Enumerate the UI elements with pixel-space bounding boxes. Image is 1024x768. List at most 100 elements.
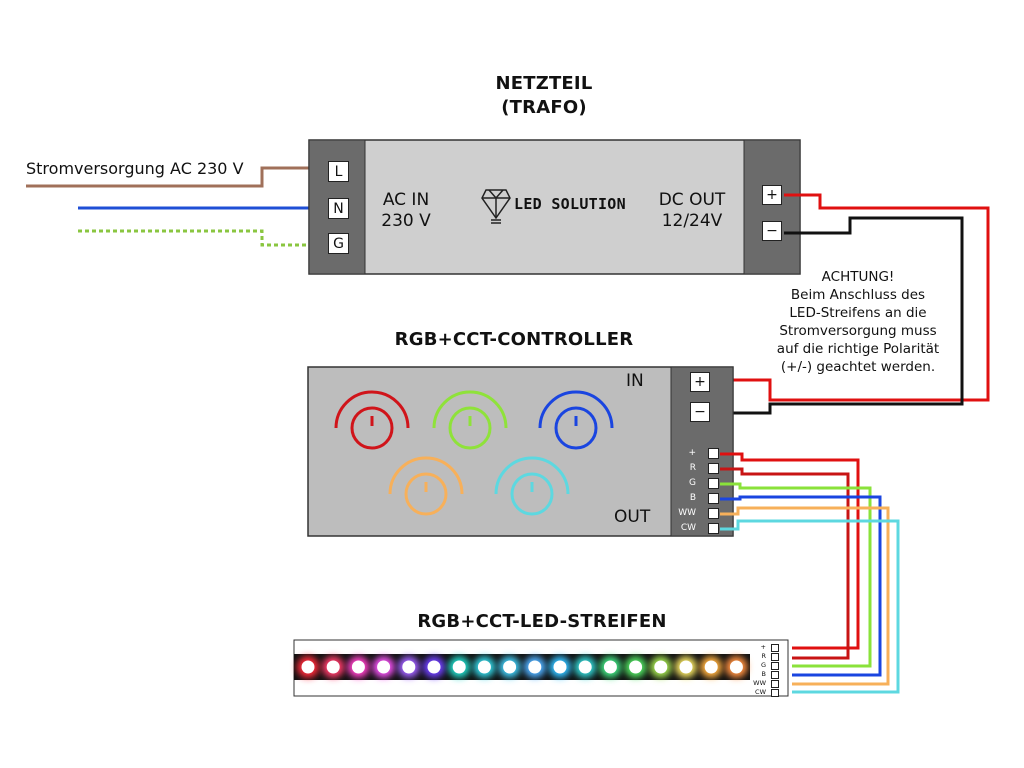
led-core <box>477 660 491 674</box>
knob-arc <box>494 456 570 495</box>
ps-terminal-L: L <box>328 161 349 182</box>
ps-terminal-plus: + <box>762 185 782 205</box>
ps-ac-in-label: AC IN 230 V <box>370 190 442 232</box>
led-14 <box>624 656 647 678</box>
ps-terminal-G: G <box>328 233 349 254</box>
led-11 <box>549 656 571 678</box>
ctrl-out-box-CW <box>708 523 719 534</box>
power-supply-title: NETZTEIL (TRAFO) <box>454 72 634 120</box>
ctrl-out-label-CW: CW <box>680 523 696 533</box>
led-core <box>603 660 617 674</box>
knob-arc <box>538 390 614 429</box>
knob-arc <box>388 456 464 495</box>
warning-line6: (+/-) geachtet werden. <box>780 359 936 375</box>
ps-terminal-N: N <box>328 198 349 219</box>
strip-leds <box>297 656 748 678</box>
power-supply-body <box>308 139 801 275</box>
strip-label-B: B <box>761 670 766 678</box>
led-17 <box>700 656 723 678</box>
strip-label-G: G <box>760 661 766 669</box>
led-core <box>301 660 315 674</box>
mains-wire-L <box>26 166 322 188</box>
wire-ps-minus <box>716 216 964 415</box>
led-13 <box>599 656 622 678</box>
warning-line2: Beim Anschluss des <box>790 287 926 303</box>
led-3 <box>347 656 370 678</box>
mains-wire-G <box>78 229 322 247</box>
led-12 <box>574 656 597 678</box>
controller-title: RGB+CCT-CONTROLLER <box>394 329 634 350</box>
led-8 <box>473 656 496 678</box>
led-core <box>553 660 567 674</box>
strip-title: RGB+CCT-LED-STREIFEN <box>417 611 667 632</box>
ps-dc-out-line1: DC OUT <box>658 190 726 210</box>
led-core <box>729 660 743 674</box>
led-15 <box>649 656 672 678</box>
led-core <box>452 660 466 674</box>
led-2 <box>322 656 345 678</box>
led-core <box>377 660 391 674</box>
knob-dial <box>448 406 492 450</box>
strip-label-CW: CW <box>755 688 766 696</box>
strip-box-R <box>771 653 779 661</box>
led-6 <box>423 656 445 678</box>
ctrl-out-box-G <box>708 478 719 489</box>
led-core <box>528 660 542 674</box>
knob-red-icon <box>334 390 410 450</box>
power-supply-output-block <box>743 139 801 275</box>
knob-dial <box>404 472 448 516</box>
wire-ps-plus <box>716 193 990 402</box>
ctrl-out-box-plus <box>708 448 719 459</box>
led-16 <box>675 656 697 678</box>
power-supply-title-line2: (TRAFO) <box>501 97 587 118</box>
led-core <box>629 660 643 674</box>
ctrl-out-box-WW <box>708 508 719 519</box>
wire-out-B <box>720 495 882 677</box>
strip-box-CW <box>771 689 779 697</box>
strip-box-WW <box>771 680 779 688</box>
knob-dial <box>554 406 598 450</box>
knob-warm-white-icon <box>388 456 464 516</box>
led-18 <box>725 656 748 678</box>
ps-ac-in-line1: AC IN <box>382 190 430 210</box>
polarity-warning: ACHTUNG! Beim Anschluss des LED-Streifen… <box>753 268 963 376</box>
led-core <box>704 660 718 674</box>
knob-cold-white-icon <box>494 456 570 516</box>
ctrl-out-label-B: B <box>689 493 696 503</box>
wire-out-R <box>720 467 850 660</box>
strip-label-WW: WW <box>753 679 766 687</box>
warning-line3: LED-Streifens an die <box>789 305 927 321</box>
controller-in-label: IN <box>626 371 644 391</box>
ctrl-out-label-plus: + <box>688 448 696 458</box>
knob-dial <box>350 406 394 450</box>
led-core <box>679 660 693 674</box>
led-core <box>503 660 517 674</box>
led-1 <box>297 656 319 678</box>
wire-out-WW <box>720 506 890 686</box>
led-7 <box>448 656 471 678</box>
led-core <box>351 660 365 674</box>
controller-out-label: OUT <box>614 507 651 527</box>
led-core <box>427 660 441 674</box>
strip-box-B <box>771 671 779 679</box>
bulb-logo-icon <box>481 189 511 224</box>
led-core <box>402 660 416 674</box>
strip-led-band <box>294 654 750 680</box>
led-5 <box>397 656 420 678</box>
led-core <box>326 660 340 674</box>
knob-arc <box>432 390 508 429</box>
led-core <box>654 660 668 674</box>
ctrl-out-label-G: G <box>689 478 696 488</box>
controller-terminal-minus: − <box>690 402 710 422</box>
ctrl-out-label-R: R <box>689 463 696 473</box>
controller-body <box>307 366 734 537</box>
ps-logo-text: LED SOLUTION <box>514 195 626 213</box>
ctrl-out-label-WW: WW <box>678 508 696 518</box>
strip-label-R: R <box>761 652 766 660</box>
led-core <box>578 660 592 674</box>
ps-dc-out-line2: 12/24V <box>661 211 723 231</box>
knob-green-icon <box>432 390 508 450</box>
led-9 <box>498 656 521 678</box>
